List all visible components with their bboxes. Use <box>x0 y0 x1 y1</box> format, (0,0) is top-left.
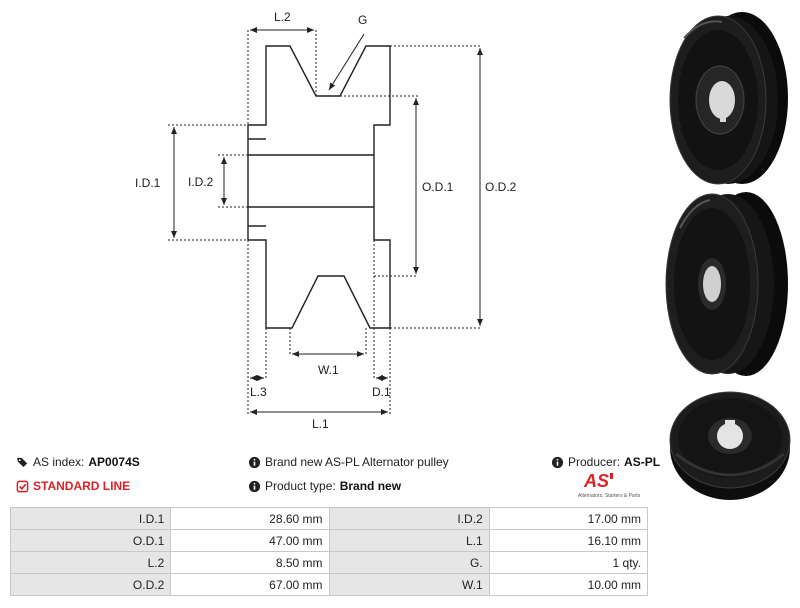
standard-line-row: STANDARD LINE <box>16 479 130 493</box>
product-type-row: Product type: Brand new <box>248 479 401 493</box>
product-photo-angled <box>669 12 788 185</box>
as-index-row: AS index: AP0074S <box>16 455 140 469</box>
label-id2: I.D.2 <box>188 175 214 189</box>
spec-value-cell: 47.00 mm <box>170 529 330 552</box>
spec-key-cell: I.D.2 <box>328 507 490 530</box>
producer-label: Producer: <box>568 455 621 469</box>
spec-value-cell: 10.00 mm <box>488 573 649 596</box>
label-l3: L.3 <box>250 385 267 399</box>
spec-key-cell: L.1 <box>328 529 490 552</box>
product-type-value: Brand new <box>339 479 402 493</box>
spec-value-cell: 1 qty. <box>488 551 649 574</box>
spec-value-cell: 8.50 mm <box>170 551 330 574</box>
spec-key-cell: L.2 <box>9 551 172 574</box>
label-g: G <box>358 13 367 27</box>
label-w1: W.1 <box>318 363 339 377</box>
as-index-label: AS index: <box>33 455 85 469</box>
label-l1: L.1 <box>312 417 329 431</box>
spec-key-cell: I.D.1 <box>9 507 172 530</box>
label-od1: O.D.1 <box>422 180 454 194</box>
producer-row: Producer: AS-PL <box>551 455 660 469</box>
product-photo-front <box>669 391 791 500</box>
spec-value-cell: 67.00 mm <box>170 573 330 596</box>
spec-key-cell: G. <box>328 551 490 574</box>
pulley-profile-outline <box>247 45 391 329</box>
spec-key-cell: W.1 <box>328 573 490 596</box>
tag-icon <box>16 457 28 467</box>
info-icon <box>248 480 261 492</box>
as-pl-logo: AS Alternators, Starters & Parts <box>578 471 641 499</box>
standard-line-label: STANDARD LINE <box>33 479 131 493</box>
spec-key-cell: O.D.1 <box>9 529 172 552</box>
extension-lines <box>168 30 482 414</box>
label-od2: O.D.2 <box>485 180 517 194</box>
description-text: Brand new AS-PL Alternator pulley <box>265 455 449 469</box>
checkbox-checked-icon <box>16 480 29 492</box>
label-id1: I.D.1 <box>135 176 161 190</box>
as-index-value: AP0074S <box>88 455 140 469</box>
pulley-technical-drawing: L.2 G I.D.1 I.D.2 O.D.1 O.D.2 W.1 L.3 D.… <box>135 10 517 431</box>
spec-value-cell: 28.60 mm <box>170 507 330 530</box>
product-type-label: Product type: <box>265 479 336 493</box>
spec-value-cell: 17.00 mm <box>488 507 649 530</box>
svg-text:Alternators, Starters & Parts: Alternators, Starters & Parts <box>578 493 641 499</box>
info-icon <box>248 456 261 468</box>
spec-key-cell: O.D.2 <box>9 573 172 596</box>
info-icon <box>551 456 564 468</box>
product-photo-side <box>665 192 788 376</box>
label-l2: L.2 <box>274 10 291 24</box>
dimension-arrows <box>171 27 483 415</box>
svg-text:AS: AS <box>583 471 609 491</box>
description-row: Brand new AS-PL Alternator pulley <box>248 455 449 469</box>
producer-value: AS-PL <box>624 455 661 469</box>
label-d1: D.1 <box>372 385 391 399</box>
spec-value-cell: 16.10 mm <box>488 529 649 552</box>
